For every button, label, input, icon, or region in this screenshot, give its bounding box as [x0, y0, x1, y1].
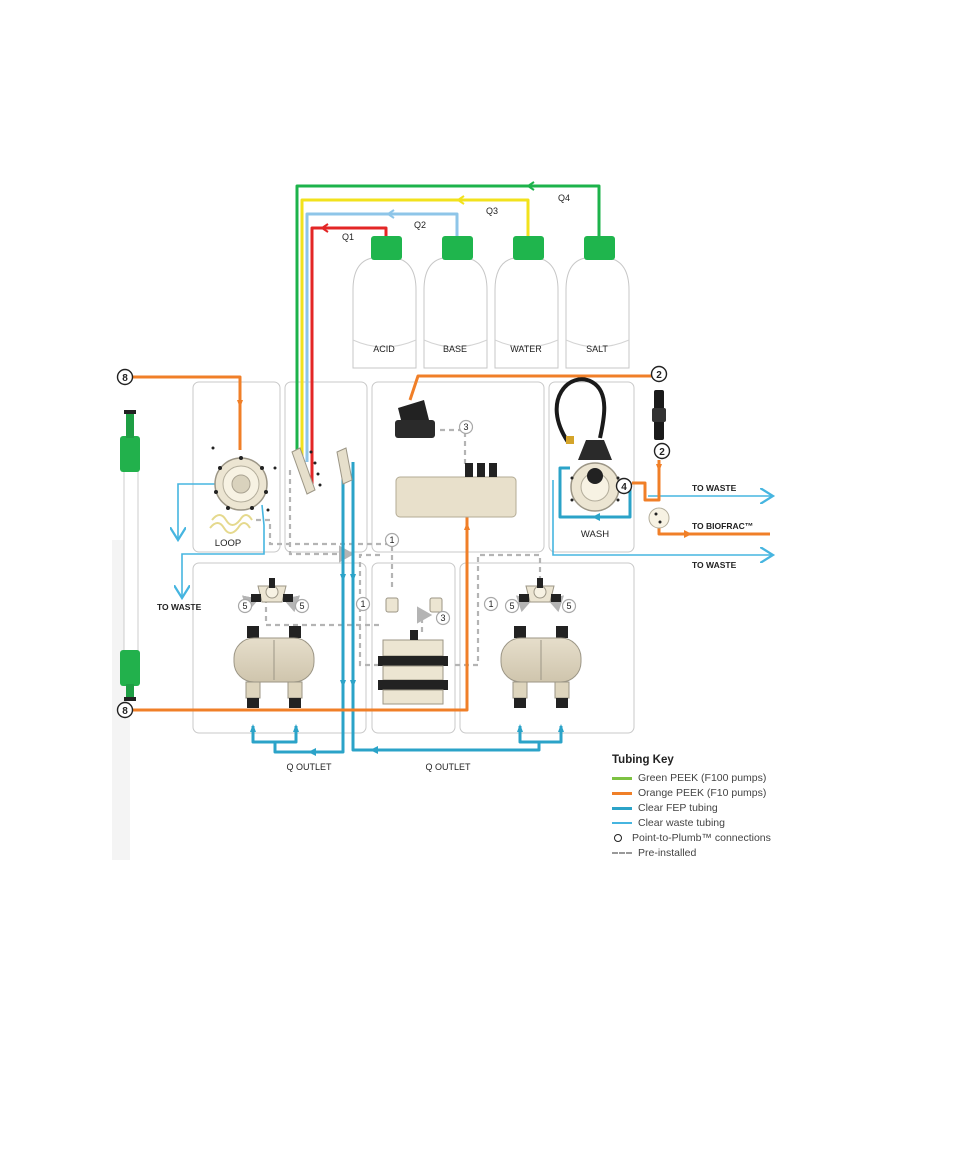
svg-text:8: 8 [122, 706, 128, 717]
svg-text:2: 2 [659, 447, 665, 458]
fep-arrows [250, 513, 600, 756]
line-label-q4: Q4 [558, 193, 570, 203]
tubing-key-label: Clear FEP tubing [638, 802, 718, 814]
sample-loop-coil [210, 515, 252, 533]
to-waste-label-lower: TO WASTE [692, 560, 737, 570]
detector-module [395, 400, 516, 517]
svg-text:1: 1 [488, 599, 493, 609]
svg-text:2: 2 [656, 370, 662, 381]
svg-text:8: 8 [122, 373, 128, 384]
line-label-q2: Q2 [414, 220, 426, 230]
svg-text:5: 5 [242, 601, 247, 611]
line-label-q1: Q1 [342, 232, 354, 242]
circle-icon [614, 834, 622, 842]
blue-swatch [612, 807, 632, 810]
tubing-key-waste: Clear waste tubing [612, 816, 725, 830]
marker-5-b-right: 5 [563, 600, 576, 613]
marker-2-bottom: 2 [655, 444, 670, 459]
bottle-label-base: BASE [443, 344, 467, 354]
marker-8-bottom: 8 [118, 703, 133, 718]
bottle-label-acid: ACID [373, 344, 395, 354]
svg-text:3: 3 [440, 613, 445, 623]
marker-5-b-left: 5 [506, 600, 519, 613]
diverter-valve [649, 508, 669, 528]
marker-4: 4 [617, 479, 632, 494]
column-tube [124, 454, 138, 660]
loop-label: LOOP [215, 538, 241, 549]
marker-1-top: 1 [386, 534, 399, 547]
peek-top-right [410, 376, 652, 400]
tubing-key-fep: Clear FEP tubing [612, 801, 718, 815]
marker-3-lower: 3 [437, 612, 450, 625]
tubing-key-label: Point-to-Plumb™ connections [632, 832, 771, 844]
marker-2-top: 2 [652, 367, 667, 382]
tubing-key-title: Tubing Key [612, 754, 674, 766]
pump-b [501, 578, 581, 708]
peek-wash [632, 460, 659, 500]
wash-label: WASH [581, 529, 609, 540]
inline-filter [652, 390, 666, 440]
light-blue-swatch [612, 822, 632, 824]
bottle-cap [513, 236, 544, 260]
svg-text:5: 5 [566, 601, 571, 611]
wash-station [557, 379, 620, 511]
pump-a [234, 578, 314, 708]
tubing-key-label: Green PEEK (F100 pumps) [638, 772, 766, 784]
marker-1-right: 1 [485, 598, 498, 611]
column-bottom-fitting [120, 650, 140, 686]
bottle-cap [371, 236, 402, 260]
bottle-label-water: WATER [510, 344, 542, 354]
q-outlet-label-b: Q OUTLET [425, 762, 471, 772]
dashed-line-swatch [612, 852, 632, 854]
wash-cable [557, 379, 605, 442]
green-swatch [612, 777, 632, 780]
svg-text:3: 3 [463, 422, 468, 432]
tubing-key-green: Green PEEK (F100 pumps) [612, 771, 766, 785]
reservoir-bottles: ACID BASE WATER SALT [353, 236, 629, 368]
bottle-cap [442, 236, 473, 260]
marker-5-a-left: 5 [239, 600, 252, 613]
svg-text:4: 4 [621, 482, 627, 493]
to-waste-label-left: TO WASTE [157, 602, 202, 612]
peek-loop-top [133, 377, 240, 450]
tubing-key-orange: Orange PEEK (F10 pumps) [612, 786, 766, 800]
q-outlet-label-a: Q OUTLET [286, 762, 332, 772]
svg-text:1: 1 [389, 535, 394, 545]
tubing-key-point-to-plumb: Point-to-Plumb™ connections [612, 831, 771, 845]
flow-chevrons [322, 182, 534, 232]
svg-text:5: 5 [299, 601, 304, 611]
marker-5-a-right: 5 [296, 600, 309, 613]
bottle-label-salt: SALT [586, 344, 608, 354]
marker-1-left: 1 [357, 598, 370, 611]
tubing-key-label: Pre-installed [638, 847, 696, 859]
svg-text:5: 5 [509, 601, 514, 611]
svg-text:1: 1 [360, 599, 365, 609]
marker-3-upper: 3 [460, 421, 473, 434]
marker-8-top: 8 [118, 370, 133, 385]
to-biofrac-label: TO BIOFRAC™ [692, 521, 753, 531]
tubing-key-label: Orange PEEK (F10 pumps) [638, 787, 766, 799]
bottle-cap [584, 236, 615, 260]
line-label-q3: Q3 [486, 206, 498, 216]
column-top-fitting [120, 436, 140, 472]
tubing-key-pre-installed: Pre-installed [612, 846, 696, 860]
tubing-key-label: Clear waste tubing [638, 817, 725, 829]
orange-swatch [612, 792, 632, 795]
to-waste-label-upper: TO WASTE [692, 483, 737, 493]
